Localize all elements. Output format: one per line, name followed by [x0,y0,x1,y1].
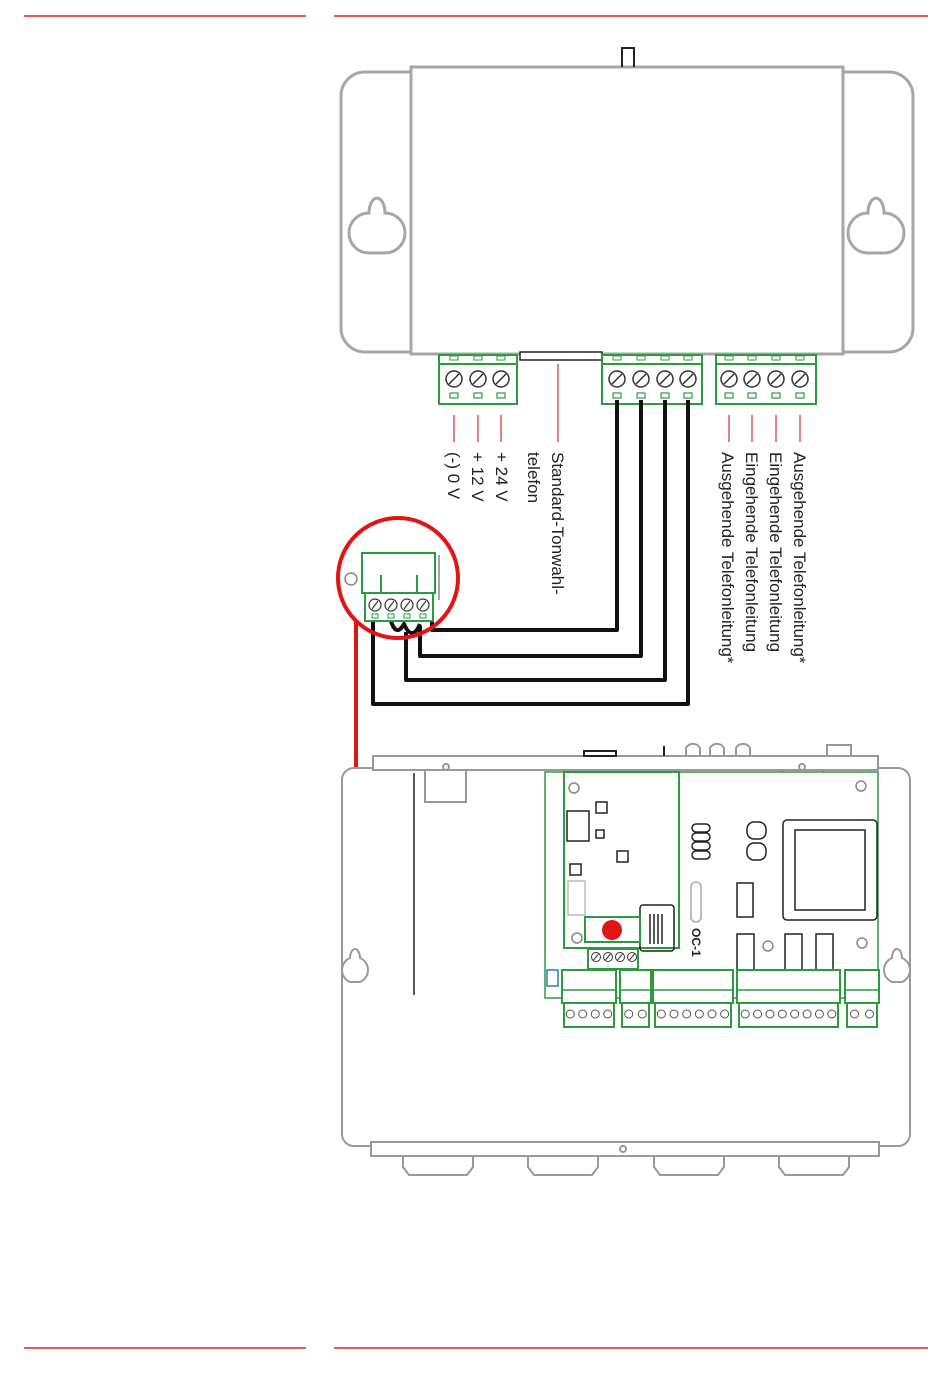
screw-icon [803,1010,811,1018]
screw-icon [866,1010,874,1018]
label-incoming-line-1: Eingehende Telefonleitung [766,452,785,652]
label-outgoing-line-2: Ausgehende Telefonleitung* [718,452,737,664]
label-standard-phone-line2: telefon [524,452,543,503]
screw-icon [670,1010,678,1018]
screw-icon [741,1010,749,1018]
phone-jack-plate [520,352,602,360]
top-device [341,48,913,354]
label-incoming-line-2: Eingehende Telefonleitung [742,452,761,652]
screw-icon [592,953,601,962]
screw-icon [766,1010,774,1018]
screw-icon [828,1010,836,1018]
label-plus-12v: + 12 V [468,452,487,502]
terminal-block [562,970,616,1027]
label-standard-phone-line1: Standard-Tonwahl- [548,452,567,595]
screw-icon [721,1010,729,1018]
screw-icon [591,1010,599,1018]
screw-icon [604,953,613,962]
screw-icon [778,1010,786,1018]
screw-icon [616,953,625,962]
screw-icon [754,1010,762,1018]
top-device-antenna [622,48,634,67]
screw-icon [566,1010,574,1018]
screw-icon [657,1010,665,1018]
terminal-block [620,970,651,1027]
terminal-block [737,970,840,1027]
screw-icon [604,1010,612,1018]
screw-icon [695,1010,703,1018]
board-marking: OC-1 [689,928,703,957]
terminal-block [845,970,879,1027]
label-outgoing-line-1: Ausgehende Telefonleitung* [790,452,809,664]
screw-icon [579,1010,587,1018]
screw-icon [638,1010,646,1018]
screw-icon [851,1010,859,1018]
screw-icon [683,1010,691,1018]
label-plus-24v: + 24 V [492,452,511,502]
bottom-terminals [562,970,879,1027]
screw-icon [791,1010,799,1018]
screw-icon [625,1010,633,1018]
label-minus-0v: (-) 0 V [444,452,463,500]
top-device-body [411,67,843,354]
terminal-block [653,970,733,1027]
red-wire-connection-dot [602,920,622,940]
screw-icon [628,953,637,962]
screw-icon [708,1010,716,1018]
screw-icon [815,1010,823,1018]
